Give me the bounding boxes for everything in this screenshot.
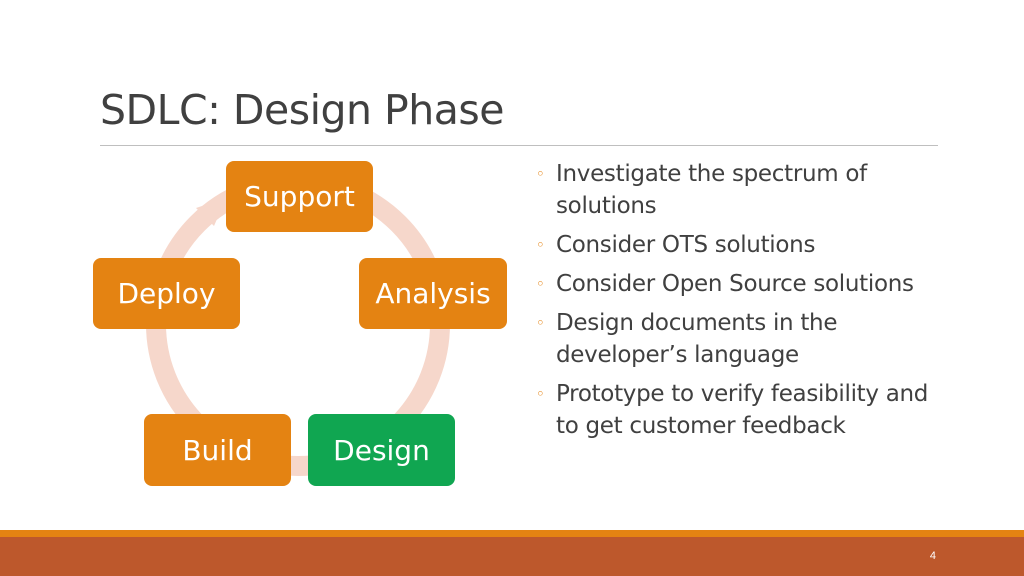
ring-bullet-icon: ◦	[536, 385, 545, 403]
cycle-node-label: Deploy	[117, 277, 216, 310]
cycle-node-label: Build	[182, 433, 253, 467]
bullet-item: ◦ Investigate the spectrum of solutions	[536, 158, 936, 222]
bullet-text: Prototype to verify feasibility and to g…	[556, 381, 929, 439]
cycle-node-support: Support	[226, 161, 373, 232]
bullet-text: Design documents in the developer’s lang…	[556, 310, 838, 368]
cycle-node-deploy: Deploy	[93, 258, 240, 329]
bullet-text: Investigate the spectrum of solutions	[556, 161, 867, 219]
bullet-item: ◦ Consider OTS solutions	[536, 229, 936, 261]
bullet-item: ◦ Design documents in the developer’s lan…	[536, 307, 936, 371]
title-divider	[100, 145, 938, 146]
bullet-text: Consider Open Source solutions	[556, 271, 914, 297]
ring-bullet-icon: ◦	[536, 165, 545, 183]
bullet-text: Consider OTS solutions	[556, 232, 816, 258]
bullet-list: ◦ Investigate the spectrum of solutions ◦…	[536, 158, 936, 449]
cycle-arrow-head-icon	[196, 198, 226, 226]
ring-bullet-icon: ◦	[536, 314, 545, 332]
footer-accent-line	[0, 530, 1024, 537]
ring-bullet-icon: ◦	[536, 236, 545, 254]
cycle-node-design: Design	[308, 414, 455, 486]
cycle-node-label: Support	[244, 180, 355, 213]
cycle-node-label: Analysis	[375, 277, 491, 310]
slide-title: SDLC: Design Phase	[100, 86, 504, 134]
page-number: 4	[929, 550, 936, 562]
bullet-item: ◦ Prototype to verify feasibility and to …	[536, 378, 936, 442]
bullet-item: ◦ Consider Open Source solutions	[536, 268, 936, 300]
cycle-node-build: Build	[144, 414, 291, 486]
cycle-node-label: Design	[333, 433, 430, 467]
cycle-node-analysis: Analysis	[359, 258, 507, 329]
footer-bar	[0, 537, 1024, 576]
ring-bullet-icon: ◦	[536, 275, 545, 293]
